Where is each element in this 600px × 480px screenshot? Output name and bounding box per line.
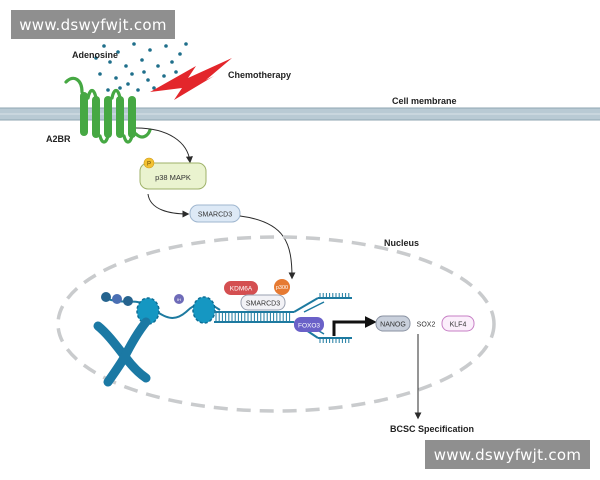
sox2-label: SOX2: [417, 322, 436, 329]
arrow-p38-to-smarcd3: [147, 193, 190, 218]
adenosine-dot: [178, 52, 182, 56]
arrow-smarcd3-to-nucleus: [239, 215, 296, 280]
histone-tail-icon: [123, 296, 133, 306]
adenosine-dot: [174, 70, 178, 74]
histone-tail-icon: [101, 292, 111, 302]
klf4-label: KLF4: [450, 322, 467, 329]
phospho-badge-label: P: [147, 162, 151, 168]
a2br-receptor-icon: [64, 76, 152, 144]
watermark-bottom: www.dswyfwjt.com: [425, 440, 590, 469]
adenosine-dot: [136, 88, 140, 92]
adenosine-dot: [140, 58, 144, 62]
dna-strand: [293, 297, 319, 313]
chemotherapy-label: Chemotherapy: [228, 70, 291, 80]
adenosine-dot: [142, 70, 146, 74]
foxo3-label: FOXO3: [298, 323, 320, 330]
smarcd3-nucleus-box: [240, 294, 286, 311]
nucleosome-outline: [136, 297, 160, 325]
histone-mark-label: IH: [177, 297, 181, 302]
adenosine-dot: [164, 44, 168, 48]
nucleosome-icon: [193, 297, 215, 323]
arrow-receptor-to-p38: [135, 127, 193, 164]
p38-mapk-label: p38 MAPK: [155, 173, 191, 182]
adenosine-dot: [108, 60, 112, 64]
adenosine-dot: [146, 78, 150, 82]
adenosine-dot: [126, 82, 130, 86]
nanog-box: [375, 315, 411, 332]
adenosine-dot: [98, 72, 102, 76]
smarcd3-cytoplasm-box: [189, 204, 241, 223]
adenosine-dot: [152, 86, 156, 90]
cell-membrane: [0, 107, 600, 121]
histone-tail-icon: [112, 294, 122, 304]
bcsc-specification-label: BCSC Specification: [390, 424, 474, 434]
chromosome-icon: [93, 317, 151, 387]
adenosine-label: Adenosine: [72, 50, 118, 60]
adenosine-dot: [162, 74, 166, 78]
adenosine-dot: [130, 72, 134, 76]
adenosine-dot: [132, 42, 136, 46]
smarcd3-nucleus-label: SMARCD3: [246, 301, 280, 308]
a2br-label: A2BR: [46, 134, 71, 144]
p300-label: p300: [276, 285, 288, 291]
adenosine-dot: [106, 88, 110, 92]
adenosine-dot: [118, 86, 122, 90]
adenosine-dot: [148, 48, 152, 52]
transcription-start-arrow: [332, 316, 377, 336]
cell-membrane-label: Cell membrane: [392, 96, 457, 106]
adenosine-dot: [102, 44, 106, 48]
kdm6a-box: [224, 281, 258, 295]
p300-icon: [274, 279, 290, 295]
adenosine-molecules: [94, 42, 188, 92]
adenosine-dot: [124, 64, 128, 68]
chemotherapy-bolt-icon: [150, 58, 232, 100]
dna-strand: [303, 301, 325, 313]
phospho-badge-icon: [143, 157, 155, 169]
nucleus-envelope: [56, 235, 496, 413]
nucleus-label: Nucleus: [384, 238, 419, 248]
foxo3-box: [294, 317, 324, 332]
nanog-label: NANOG: [380, 322, 406, 329]
nucleosome-icon: [137, 298, 159, 324]
nucleosome-outline: [192, 296, 216, 324]
adenosine-dot: [170, 60, 174, 64]
adenosine-dot: [94, 56, 98, 60]
kdm6a-label: KDM6A: [230, 286, 253, 293]
adenosine-dot: [116, 50, 120, 54]
adenosine-dot: [184, 42, 188, 46]
watermark-top: www.dswyfwjt.com: [11, 10, 175, 39]
adenosine-dot: [114, 76, 118, 80]
adenosine-dot: [156, 64, 160, 68]
p38-mapk-box: [139, 162, 207, 190]
histone-mark-icon: [174, 294, 184, 304]
klf4-box: [441, 315, 475, 332]
smarcd3-cytoplasm-label: SMARCD3: [198, 212, 232, 219]
